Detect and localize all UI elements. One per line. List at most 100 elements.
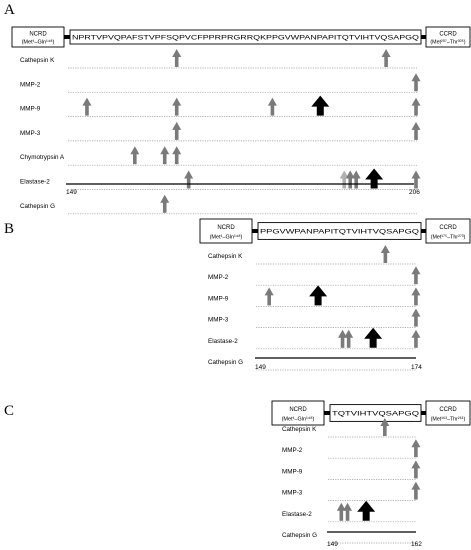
cleavage-arrow [351,170,361,189]
cleavage-arrow-head [130,146,140,155]
cleavage-arrow-shaft [414,104,418,116]
enzyme-label: Cathepsin K [282,426,317,433]
cleavage-arrow-shaft [174,104,179,116]
sequence-box: PPGVWPANPAPITQTVIHTVQSAPGQ [257,222,422,240]
cleavage-arrow-head [267,97,277,106]
enzyme-row: MMP-2 [282,439,421,459]
enzyme-label: Cathepsin G [282,532,317,539]
ncrd-range: (Met¹–Gln¹⁴⁸) [282,416,315,423]
enzyme-row: MMP-2 [208,266,421,286]
cleavage-arrow [82,97,92,116]
ccrd-range: (Met¹⁶³–Thr²⁶¹) [431,417,466,423]
cleavage-arrow [380,418,390,436]
cleavage-arrow-head [311,95,330,116]
enzyme-row: MMP-9 [282,460,421,480]
ccrd-title: CCRD [439,407,457,413]
ccrd-frame [425,400,471,426]
cleavage-arrow-shaft [174,128,179,140]
cleavage-arrow-head [380,418,390,426]
cleavage-arrow-shaft [383,425,387,436]
cleavage-arrow-head [184,170,194,179]
cleavage-arrow-shaft [414,336,418,348]
enzyme-row: Chymotrypsin A [20,146,417,166]
enzyme-row: Cathepsin K [208,245,416,265]
cleavage-arrow-head [381,49,391,57]
cleavage-arrow-shaft [414,80,418,92]
cleavage-arrow-shaft [162,201,167,213]
enzyme-row: Elastase-2 [20,168,421,190]
enzyme-row: MMP-2 [20,73,421,93]
panel-letter: B [4,221,14,237]
cleavage-arrow [172,97,182,116]
cleavage-arrow [172,49,182,67]
ccrd-range: (Met¹⁷⁵–Thr²⁷³) [431,235,466,241]
cleavage-arrow-head [411,97,421,106]
cleavage-arrow-head [160,146,170,155]
enzyme-row: Cathepsin G [208,359,416,371]
ccrd-box: CCRD (Met¹⁷⁵–Thr²⁷³) [425,218,471,244]
ccrd-title: CCRD [439,225,457,231]
enzyme-label: MMP-9 [20,106,41,113]
cleavage-arrow-shaft [354,177,358,189]
cleavage-arrow-head [411,329,421,338]
enzyme-row: Cathepsin K [20,49,417,69]
sequence-box: TQTVIHTVQSAPGQ [329,404,422,422]
cleavage-arrow-shaft [348,177,352,189]
axis-end-label: 206 [409,189,420,196]
connector-left [252,229,258,233]
enzyme-label: MMP-9 [208,295,229,302]
cleavage-arrow-head [343,502,353,511]
connector-right [421,411,426,415]
cleavage-arrow-head [345,170,355,179]
axis-start-label: 149 [327,541,338,548]
ccrd-title: CCRD [439,31,457,37]
cleavage-arrow [411,266,421,285]
peptide-sequence: PPGVWPANPAPITQTVIHTVQSAPGQ [260,229,419,236]
cleavage-arrow-shaft [345,509,350,521]
ncrd-title: NCRD [289,407,307,413]
enzyme-label: MMP-9 [282,468,303,475]
cleavage-arrow [411,439,421,458]
enzyme-label: Elastase-2 [282,511,312,518]
cleavage-arrow-head [344,329,354,338]
cleavage-arrow-head [357,500,376,521]
cleavage-arrow-head [172,121,182,130]
cleavage-arrow-head [411,439,421,448]
peptide-sequence: TQTVIHTVQSAPGQ [332,411,419,418]
cleavage-arrow [411,121,421,140]
cleavage-arrow-head [411,73,421,82]
cleavage-arrow [411,329,421,348]
enzyme-row: MMP-9 [208,285,421,307]
enzyme-row: MMP-3 [208,308,421,328]
cleavage-arrow [309,285,328,306]
axis-end-label: 162 [411,541,422,548]
cleavage-arrow [343,502,353,521]
cleavage-arrow-head [160,194,170,203]
cleavage-arrow-head [380,245,390,253]
cleavage-arrow [380,245,390,263]
enzyme-label: Cathepsin K [20,57,55,64]
enzyme-label: Elastase-2 [20,179,50,186]
cleavage-arrow-head [364,327,383,348]
cleavage-arrow-head [411,481,421,490]
cleavage-arrow-shaft [414,177,418,189]
ncrd-range: (Met¹–Gln¹⁴⁸) [210,234,243,241]
peptide-sequence: NPRTVPVQPAFSTVPFSQPVCFPPRPRGRRQKPPGVWPAN… [72,35,419,42]
cleavage-arrow [311,95,330,116]
enzyme-label: MMP-2 [208,274,229,281]
cleavage-arrow-head [365,168,384,189]
cleavage-arrow-head [351,170,361,179]
panel-a: ANCRD(Met¹–Gln¹⁴⁸)NPRTVPVQPAFSTVPFSQPVCF… [4,2,471,215]
cleavage-arrow [338,329,348,348]
enzyme-row: Cathepsin G [20,194,417,215]
ccrd-frame [425,218,471,244]
connector-right [421,35,426,39]
cleavage-arrow-shaft [174,153,179,165]
cleavage-arrow-head [172,49,182,57]
cleavage-arrow [172,121,182,140]
sequence-box: NPRTVPVQPAFSTVPFSQPVCFPPRPRGRRQKPPGVWPAN… [69,29,422,45]
cleavage-arrow-head [336,502,346,511]
axis-end-label: 174 [411,364,422,371]
enzyme-row: MMP-3 [282,481,421,501]
